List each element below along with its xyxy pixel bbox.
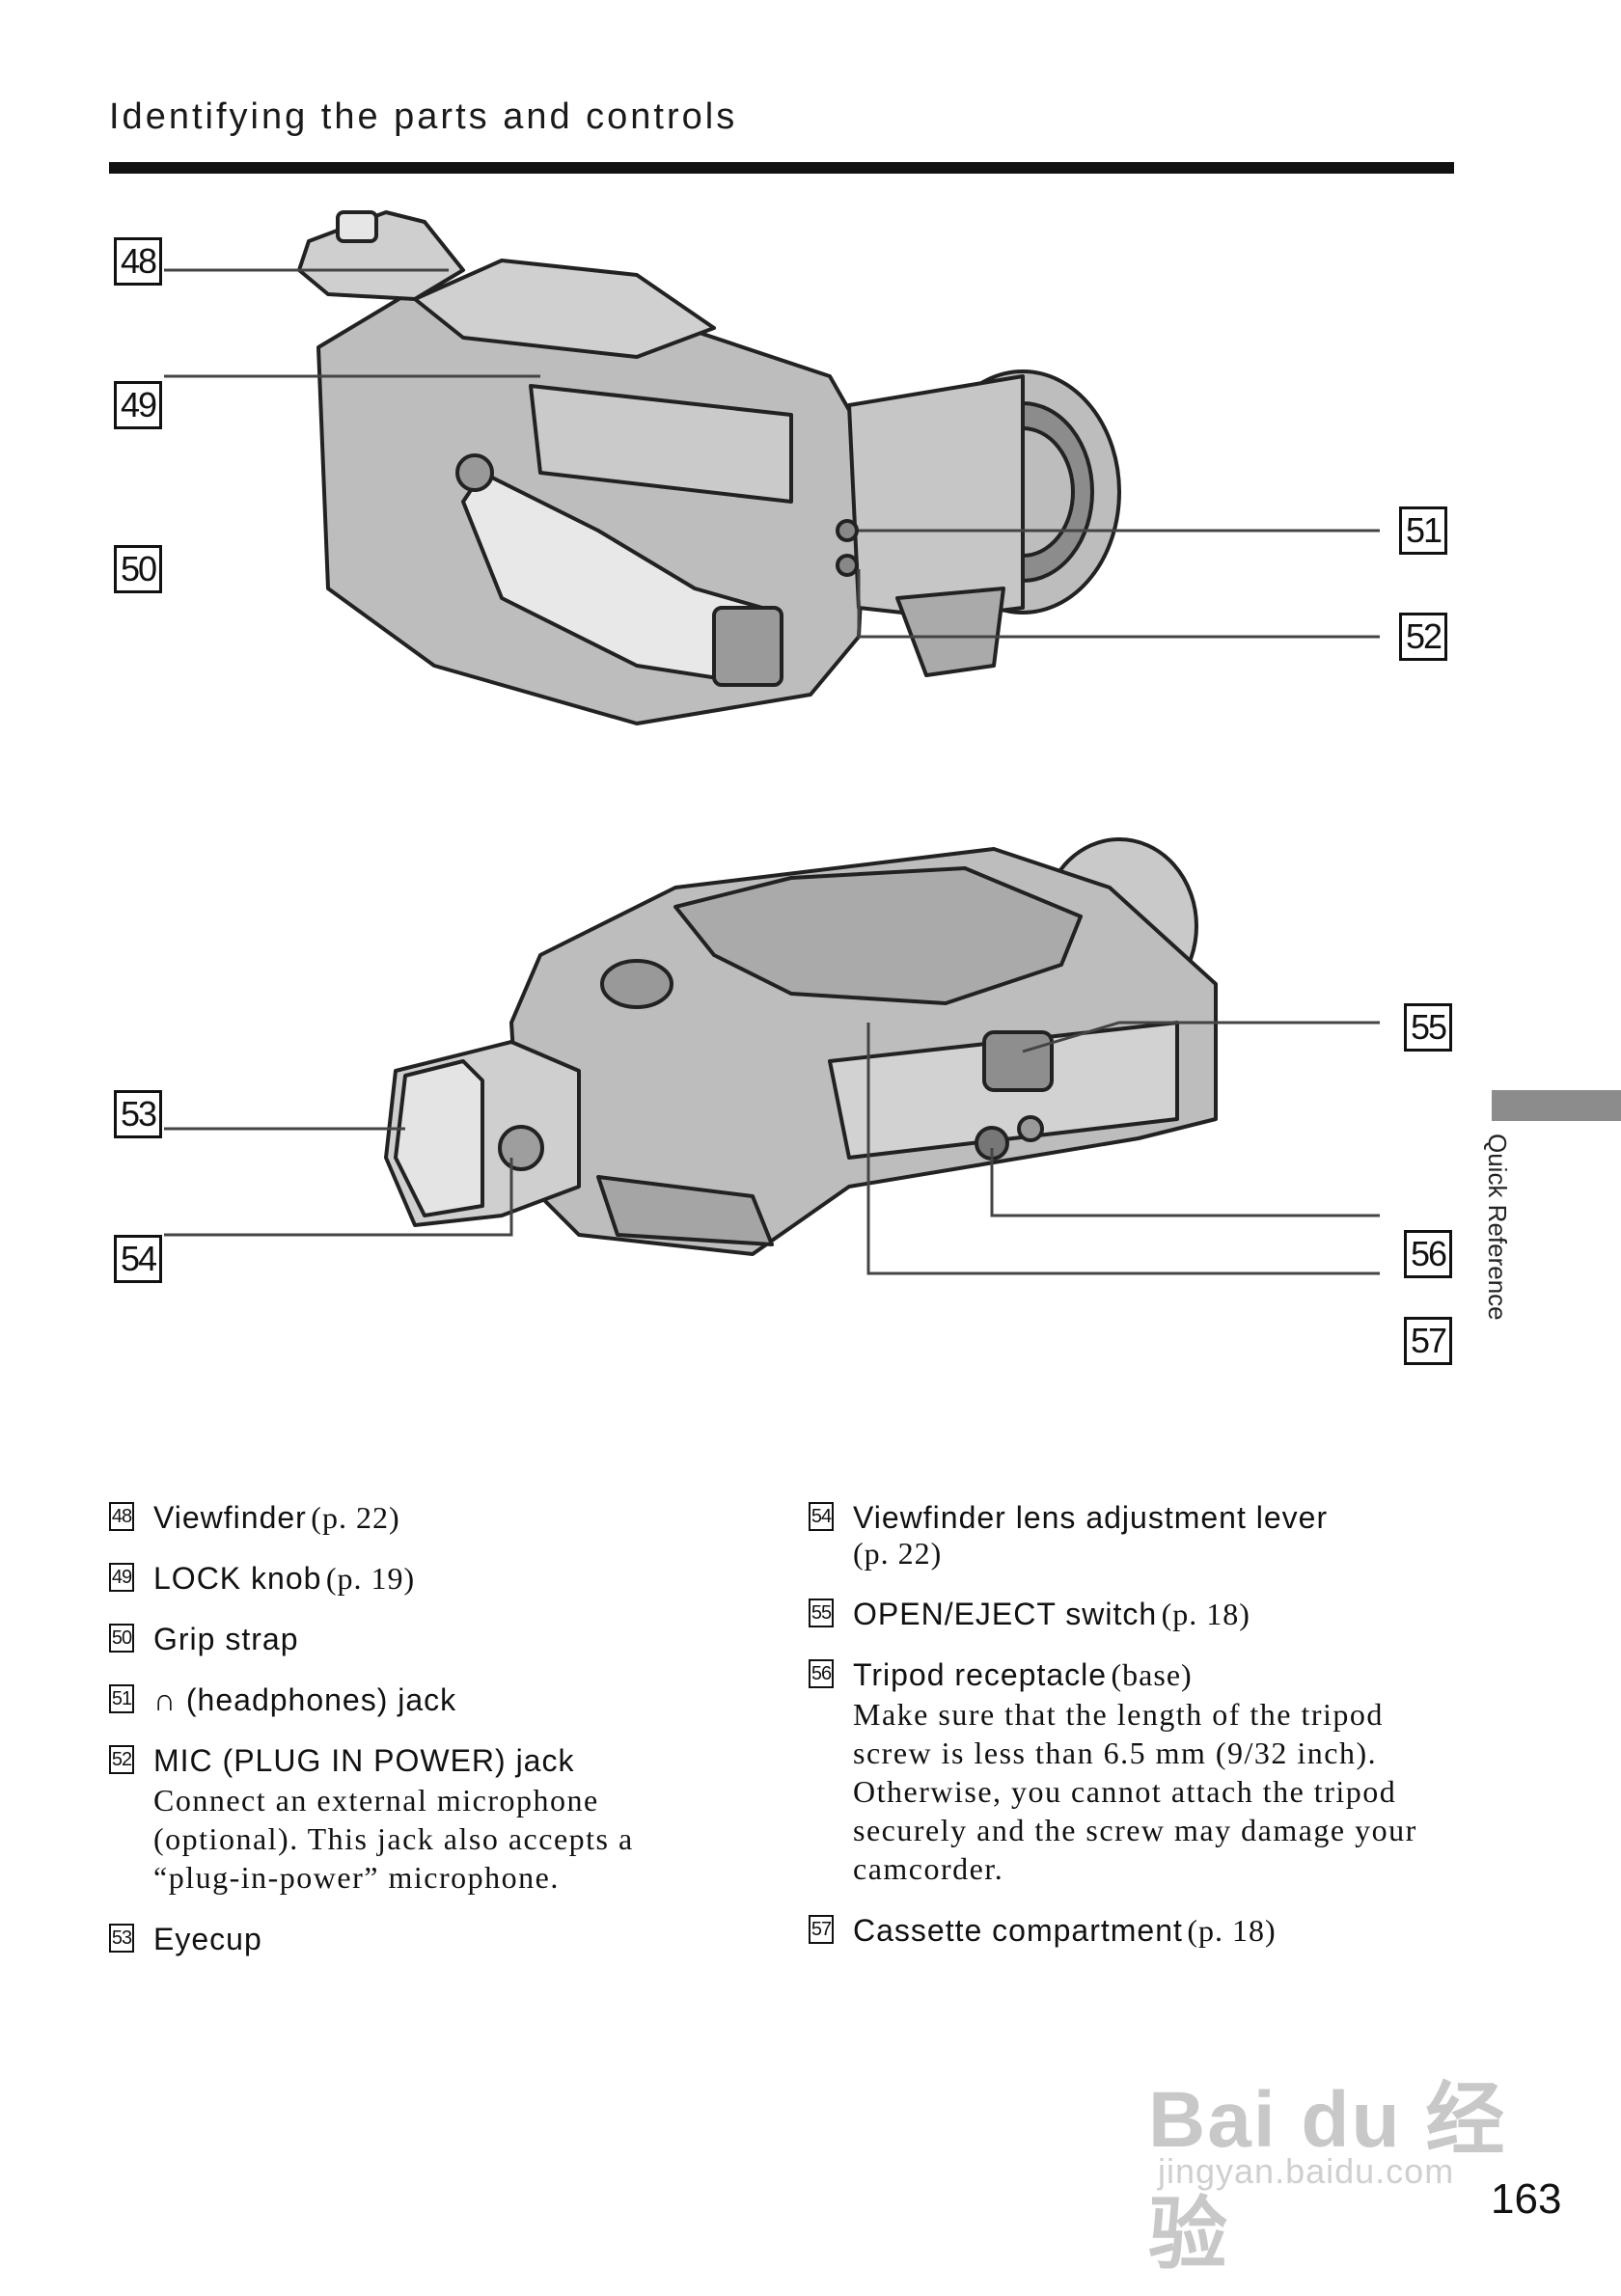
callout-56: 56 <box>1404 1230 1452 1278</box>
section-tab-label: Quick Reference <box>1483 1134 1512 1321</box>
item-number: 51 <box>109 1684 134 1713</box>
item-label: LOCK knob <box>153 1561 322 1596</box>
list-item: 49 LOCK knob (p. 19) <box>109 1561 649 1597</box>
item-label: Cassette compartment <box>853 1913 1183 1948</box>
item-label: Viewfinder lens adjustment lever <box>853 1500 1329 1535</box>
item-number: 57 <box>809 1915 834 1944</box>
callout-49: 49 <box>114 381 162 429</box>
item-description: Connect an external microphone (optional… <box>153 1783 634 1895</box>
list-item: 52 MIC (PLUG IN POWER) jack Connect an e… <box>109 1743 649 1897</box>
callout-52: 52 <box>1399 613 1447 661</box>
item-number: 56 <box>809 1659 834 1688</box>
page-title: Identifying the parts and controls <box>109 96 738 137</box>
item-number: 50 <box>109 1624 134 1653</box>
watermark: Bai du 经验 jingyan.baidu.com <box>1148 2055 1515 2279</box>
item-number: 52 <box>109 1745 134 1774</box>
item-page-ref: (p. 18) <box>1161 1597 1250 1631</box>
parts-list-right: 54 Viewfinder lens adjustment lever (p. … <box>809 1500 1465 1974</box>
callout-57: 57 <box>1404 1317 1452 1365</box>
item-page-ref: (p. 19) <box>325 1561 416 1596</box>
camcorder-front-illustration <box>164 210 1380 725</box>
item-label: Grip strap <box>153 1622 299 1656</box>
callout-48: 48 <box>114 237 162 286</box>
item-number: 48 <box>109 1502 134 1531</box>
callout-50: 50 <box>114 545 162 593</box>
item-label: OPEN/EJECT switch <box>853 1597 1158 1631</box>
parts-list-left: 48 Viewfinder (p. 22) 49 LOCK knob (p. 1… <box>109 1500 649 1982</box>
item-number: 55 <box>809 1599 834 1627</box>
list-item: 53 Eyecup <box>109 1922 649 1957</box>
list-item: 51 ∩ (headphones) jack <box>109 1682 649 1718</box>
item-description: Make sure that the length of the tripod … <box>853 1697 1417 1886</box>
item-label: Eyecup <box>153 1922 262 1956</box>
list-item: 50 Grip strap <box>109 1622 649 1657</box>
callout-51: 51 <box>1399 506 1447 555</box>
header-rule <box>109 162 1454 174</box>
watermark-brand: Bai du 经验 <box>1148 2076 1507 2279</box>
item-label: MIC (PLUG IN POWER) jack <box>153 1743 575 1778</box>
callout-55: 55 <box>1404 1003 1452 1052</box>
item-page-ref: (base) <box>1111 1657 1193 1692</box>
list-item: 54 Viewfinder lens adjustment lever (p. … <box>809 1500 1465 1572</box>
list-item: 55 OPEN/EJECT switch (p. 18) <box>809 1597 1465 1632</box>
item-label: Tripod receptacle <box>853 1657 1108 1692</box>
item-label: ∩ (headphones) jack <box>153 1682 457 1717</box>
item-page-ref: (p. 18) <box>1187 1913 1277 1948</box>
list-item: 57 Cassette compartment (p. 18) <box>809 1913 1465 1949</box>
item-label: Viewfinder <box>153 1500 307 1535</box>
page-number: 163 <box>1491 2175 1562 2223</box>
watermark-url: jingyan.baidu.com <box>1158 2151 1455 2191</box>
item-number: 49 <box>109 1563 134 1592</box>
list-item: 56 Tripod receptacle (base) Make sure th… <box>809 1657 1465 1888</box>
item-page-ref: (p. 22) <box>311 1500 400 1535</box>
callout-53: 53 <box>114 1090 162 1138</box>
callout-54: 54 <box>114 1235 162 1283</box>
item-page-ref: (p. 22) <box>853 1536 943 1571</box>
item-number: 53 <box>109 1924 134 1953</box>
section-tab <box>1492 1090 1621 1121</box>
item-number: 54 <box>809 1502 834 1531</box>
list-item: 48 Viewfinder (p. 22) <box>109 1500 649 1536</box>
camcorder-rear-illustration <box>164 837 1380 1275</box>
